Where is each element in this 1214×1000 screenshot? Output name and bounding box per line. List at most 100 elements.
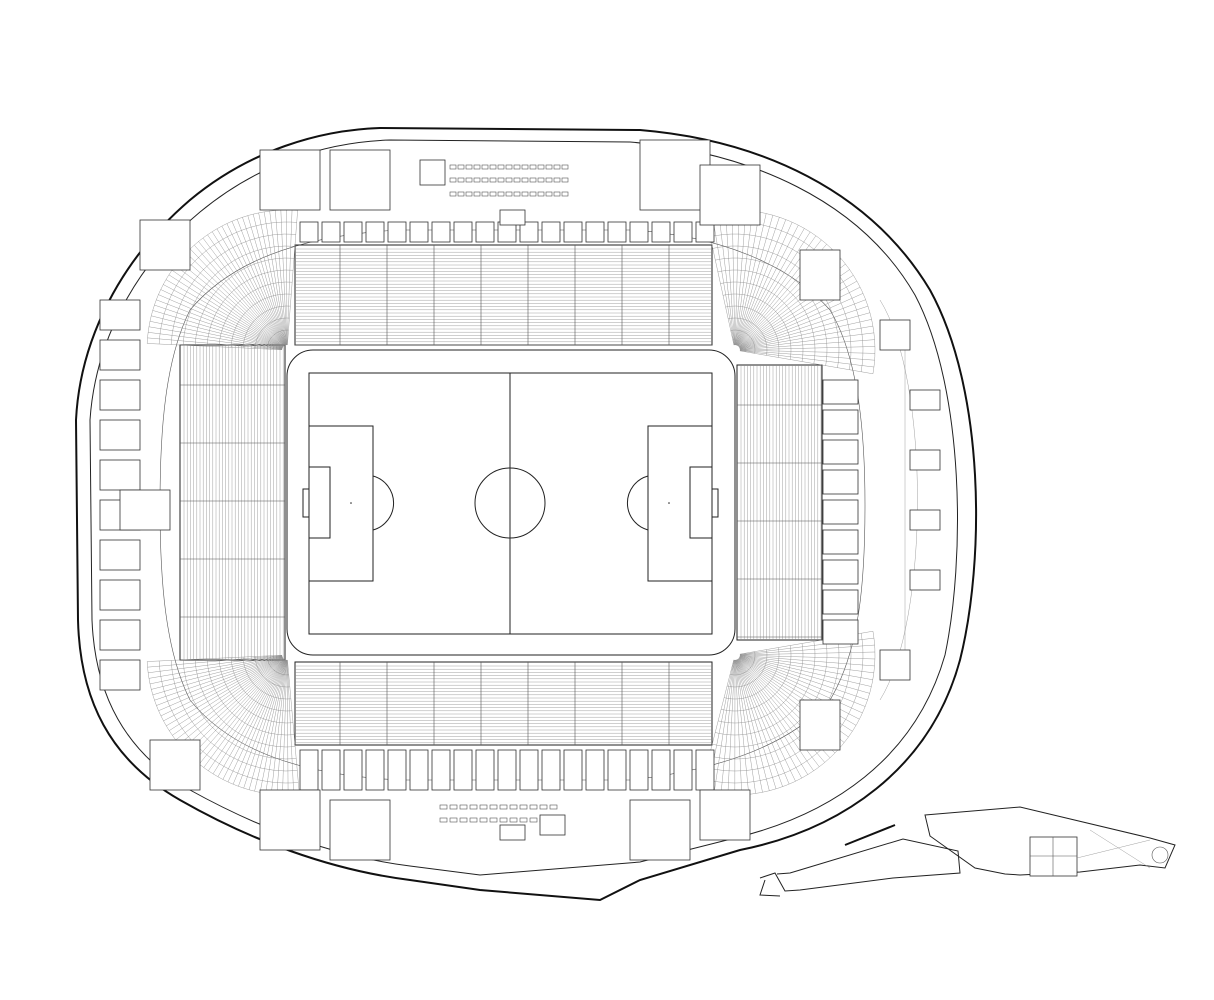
seat-row bbox=[203, 658, 285, 768]
core-room bbox=[699, 789, 751, 841]
table bbox=[449, 191, 457, 197]
seat-row bbox=[227, 659, 286, 783]
seat-row bbox=[178, 261, 284, 347]
seat-arc bbox=[718, 643, 804, 724]
stand-north bbox=[294, 244, 713, 346]
seat-arc bbox=[182, 659, 297, 760]
seat-arc bbox=[230, 293, 292, 348]
seat-row bbox=[194, 658, 284, 761]
seat-arc bbox=[218, 658, 294, 724]
seat-row bbox=[735, 659, 742, 795]
box-room bbox=[673, 749, 693, 791]
seat-row bbox=[735, 210, 747, 346]
table bbox=[439, 817, 448, 823]
box-room bbox=[651, 749, 671, 791]
table bbox=[449, 817, 458, 823]
annex-buildings bbox=[759, 806, 1176, 897]
seat-row bbox=[739, 299, 866, 349]
seat-row bbox=[736, 659, 777, 789]
table bbox=[553, 177, 561, 183]
seat-row bbox=[154, 656, 283, 701]
table bbox=[519, 804, 528, 810]
seat-row bbox=[147, 337, 283, 350]
table bbox=[449, 804, 458, 810]
seat-arc bbox=[729, 651, 756, 676]
seat-row bbox=[154, 304, 283, 349]
table bbox=[513, 164, 521, 170]
seat-row bbox=[147, 655, 283, 668]
seat-row bbox=[735, 211, 753, 346]
core-room bbox=[629, 799, 691, 861]
table bbox=[529, 817, 538, 823]
table bbox=[481, 164, 489, 170]
seat-row bbox=[739, 350, 875, 361]
core-room bbox=[259, 149, 321, 211]
seat-arc bbox=[266, 655, 289, 676]
table bbox=[545, 191, 553, 197]
table bbox=[489, 191, 497, 197]
seat-arc bbox=[242, 657, 291, 700]
table bbox=[489, 177, 497, 183]
seat-row bbox=[286, 659, 289, 795]
service-room bbox=[539, 814, 566, 836]
box-room bbox=[563, 221, 583, 243]
seat-arc bbox=[727, 649, 768, 688]
box-room bbox=[629, 749, 649, 791]
stand-west bbox=[179, 344, 286, 661]
seat-row bbox=[711, 211, 735, 346]
box-room bbox=[585, 749, 605, 791]
seat-row bbox=[158, 294, 283, 349]
seat-arc bbox=[266, 329, 289, 350]
table bbox=[459, 817, 468, 823]
seat-row bbox=[736, 222, 793, 346]
box-room bbox=[343, 221, 363, 243]
box-room bbox=[299, 221, 319, 243]
table bbox=[519, 817, 528, 823]
seat-arc bbox=[242, 305, 291, 348]
table bbox=[513, 177, 521, 183]
seat-row bbox=[739, 655, 872, 687]
seat-row bbox=[265, 659, 287, 794]
seat-row bbox=[713, 659, 735, 794]
seat-row bbox=[286, 210, 288, 346]
east-room bbox=[822, 469, 859, 495]
seat-row bbox=[149, 655, 283, 685]
west-room bbox=[99, 539, 141, 571]
east-room bbox=[822, 529, 859, 555]
table bbox=[545, 164, 553, 170]
table bbox=[465, 191, 473, 197]
box-room bbox=[365, 749, 385, 791]
seat-row bbox=[242, 217, 286, 346]
seat-row bbox=[735, 213, 767, 346]
east-room bbox=[822, 589, 859, 615]
seat-arc bbox=[715, 257, 828, 366]
seat-arc bbox=[158, 221, 297, 345]
service-room bbox=[909, 389, 941, 411]
seat-row bbox=[152, 656, 283, 696]
seat-arc bbox=[254, 317, 290, 349]
seat-row bbox=[727, 659, 735, 795]
seat-row bbox=[247, 215, 286, 346]
seat-row bbox=[151, 315, 283, 349]
seat-row bbox=[282, 659, 288, 795]
box-room bbox=[695, 749, 715, 791]
table bbox=[497, 177, 505, 183]
seat-row bbox=[280, 210, 287, 346]
table bbox=[537, 191, 545, 197]
seat-row bbox=[252, 214, 286, 346]
stand-south-outline bbox=[294, 661, 713, 746]
seat-row bbox=[736, 659, 783, 787]
seat-row bbox=[739, 655, 874, 674]
box-room bbox=[431, 221, 451, 243]
seat-row bbox=[275, 210, 287, 346]
table bbox=[457, 177, 465, 183]
seat-row bbox=[186, 252, 284, 347]
table bbox=[499, 804, 508, 810]
seat-row bbox=[732, 210, 736, 346]
seat-row bbox=[179, 658, 284, 745]
box-room bbox=[387, 749, 407, 791]
box-room bbox=[519, 749, 539, 791]
seat-row bbox=[202, 237, 285, 347]
seat-row bbox=[254, 659, 287, 792]
box-room bbox=[519, 221, 539, 243]
